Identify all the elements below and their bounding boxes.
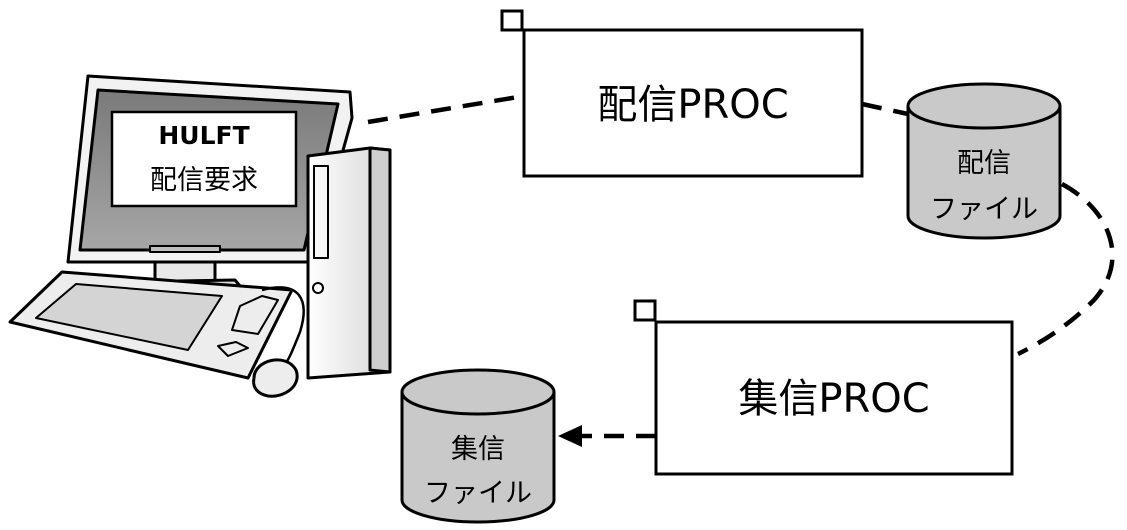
screen-label-box [110, 110, 298, 208]
connector-send-file-to-receive-proc [1016, 182, 1115, 357]
receive-file-cylinder [400, 368, 556, 524]
screen-subtitle: 配信要求 [150, 165, 258, 196]
send-proc-label: 配信PROC [597, 82, 788, 128]
send-file-label-line2: ファイル [930, 194, 1038, 225]
send-file-cylinder [906, 82, 1062, 240]
receive-file-label-line2: ファイル [424, 478, 532, 509]
connector-send-proc-to-send-file [861, 101, 909, 117]
receive-proc-box [654, 320, 1014, 476]
connector-computer-to-send-proc [367, 93, 525, 125]
send-proc-box [522, 28, 864, 178]
receive-proc-corner-marker [633, 299, 657, 322]
receive-file-label-line1: 集信 [451, 434, 505, 465]
send-proc-corner-marker [500, 9, 524, 32]
arrowhead-receive-file [558, 425, 582, 447]
send-file-label-line1: 配信 [957, 148, 1011, 179]
screen-title: HULFT [158, 121, 249, 150]
receive-proc-label: 集信PROC [738, 376, 929, 422]
